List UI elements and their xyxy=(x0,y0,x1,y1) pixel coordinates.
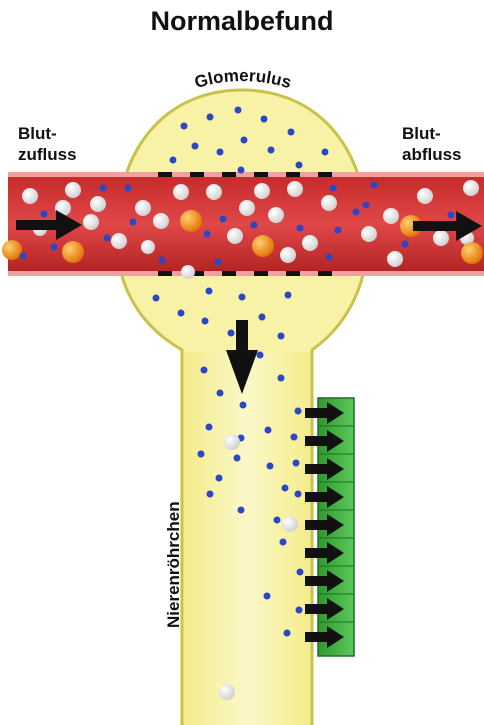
outflow-label-line1: Blut- xyxy=(402,123,462,144)
tubule xyxy=(184,352,310,725)
inflow-label-line1: Blut- xyxy=(18,123,77,144)
tubule-label: Nierenröhrchen xyxy=(164,501,184,628)
glomerulus-label: Glomerulus xyxy=(193,66,294,92)
reabsorption-arrows xyxy=(305,402,344,648)
page-title: Normalbefund xyxy=(0,6,484,37)
inflow-label: Blut- zufluss xyxy=(18,123,77,165)
outflow-label: Blut- abfluss xyxy=(402,123,462,165)
inflow-label-line2: zufluss xyxy=(18,144,77,165)
outflow-label-line2: abfluss xyxy=(402,144,462,165)
